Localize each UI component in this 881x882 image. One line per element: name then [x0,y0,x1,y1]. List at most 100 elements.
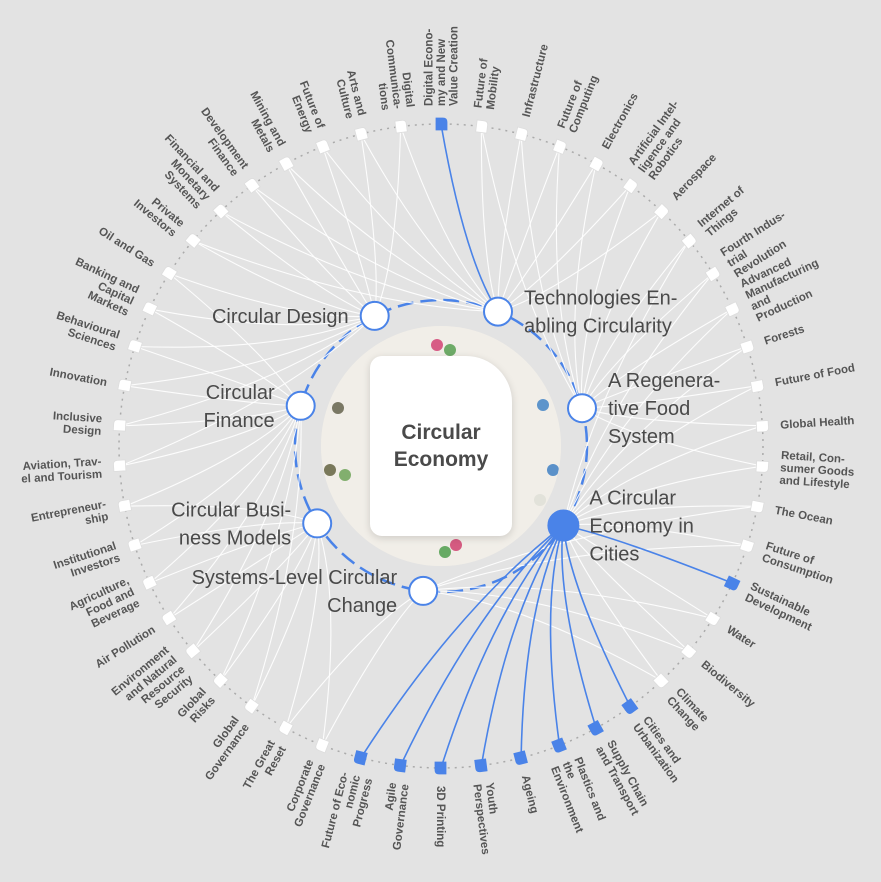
inner-label-circular-business-models[interactable]: Circular Busi-ness Models [171,499,291,549]
outer-node-plastics-and-the-environment[interactable] [551,737,567,753]
outer-label-banking-and-capital-markets[interactable]: Banking andCapitalMarkets [63,256,141,319]
outer-node-electronics[interactable] [588,155,604,173]
outer-node-banking-and-capital-markets[interactable] [141,301,159,317]
outer-node-mining-and-metals[interactable] [278,156,295,173]
outer-node-the-ocean[interactable] [749,499,765,514]
outer-label-digital-communications[interactable]: DigitalCommunica-tions [370,37,416,111]
outer-label-private-investors[interactable]: PrivateInvestors [131,188,186,240]
outer-node-arts-and-culture[interactable] [354,127,369,142]
outer-node-future-of-energy[interactable] [315,139,331,155]
outer-label-future-of-food[interactable]: Future of Food [774,362,856,389]
outer-node-ageing[interactable] [513,750,528,765]
outer-node-financial-and-monetary-systems[interactable] [212,203,230,220]
inner-node-technologies-enabling-circularity[interactable] [483,296,513,327]
inner-node-circular-design[interactable] [359,300,390,331]
outer-label-institutional-investors[interactable]: InstitutionalInvestors [52,540,122,584]
inner-label-technologies-enabling-circularity[interactable]: Technologies En-abling Circularity [524,288,677,338]
outer-label-innovation[interactable]: Innovation [49,366,108,389]
outer-node-climate-change[interactable] [652,672,670,689]
outer-label-digital-economy-and-new-value-creation[interactable]: Digital Econo-my and NewValue Creation [424,26,461,106]
outer-label-entrepreneurship[interactable]: Entrepreneur-ship [30,499,109,537]
outer-node-artificial-intelligence-and-robotics[interactable] [622,177,639,195]
outer-node-youth-perspectives[interactable] [474,758,488,773]
outer-label-retail-consumer-goods-and-lifestyle[interactable]: Retail, Con-sumer Goodsand Lifestyle [779,450,855,492]
outer-node-agriculture-food-and-beverage[interactable] [142,574,158,591]
outer-label-cities-and-urbanization[interactable]: Cities andUrbanization [630,714,691,785]
center-card[interactable]: Circular Economy [370,356,512,536]
outer-label-youth-perspectives[interactable]: YouthPerspectives [470,782,503,855]
outer-label-sustainable-development[interactable]: SustainableDevelopment [743,581,819,634]
inner-node-circular-business-models[interactable] [302,508,333,539]
outer-node-global-risks[interactable] [212,671,229,690]
outer-node-future-of-economic-progress[interactable] [353,750,368,766]
outer-label-inclusive-design[interactable]: InclusiveDesign [52,410,103,438]
inner-node-systems-level-circular-change[interactable] [408,575,439,606]
outer-node-oil-and-gas[interactable] [160,265,178,282]
outer-node-3d-printing[interactable] [434,761,447,775]
outer-node-inclusive-design[interactable] [112,419,127,432]
outer-label-oil-and-gas[interactable]: Oil and Gas [96,225,156,269]
outer-node-aviation-travel-and-tourism[interactable] [113,459,127,472]
outer-label-3d-printing[interactable]: 3D Printing [434,786,446,847]
outer-label-artificial-intelligence-and-robotics[interactable]: Artificial Intel-ligence andRobotics [627,98,702,182]
inner-node-circular-finance[interactable] [285,390,316,421]
outer-label-future-of-energy[interactable]: Future ofEnergy [285,79,326,135]
outer-node-future-of-consumption[interactable] [739,538,755,553]
outer-node-forests[interactable] [739,339,755,355]
outer-label-future-of-computing[interactable]: Future ofComputing [556,69,601,135]
outer-label-arts-and-culture[interactable]: Arts andCulture [332,69,368,120]
outer-label-aviation-travel-and-tourism[interactable]: Aviation, Trav-el and Tourism [20,456,103,486]
outer-label-infrastructure[interactable]: Infrastructure [521,43,551,118]
outer-label-climate-change[interactable]: ClimateChange [664,686,711,734]
outer-node-aerospace[interactable] [653,202,670,221]
outer-node-corporate-governance[interactable] [315,737,330,754]
outer-node-air-pollution[interactable] [161,609,178,627]
outer-node-cities-and-urbanization[interactable] [621,698,639,715]
outer-node-behavioural-sciences[interactable] [127,339,143,354]
outer-node-advanced-manufacturing-and-production[interactable] [724,301,741,318]
outer-label-ageing[interactable]: Ageing [519,774,540,815]
outer-node-agile-governance[interactable] [393,758,407,773]
outer-node-infrastructure[interactable] [514,126,529,142]
outer-node-development-finance[interactable] [243,177,261,194]
outer-node-entrepreneurship[interactable] [117,498,132,513]
outer-label-global-governance[interactable]: GlobalGovernance [193,714,252,782]
inner-node-a-regenerative-food-system[interactable] [567,393,597,424]
outer-node-retail-consumer-goods-and-lifestyle[interactable] [755,460,770,473]
outer-label-future-of-mobility[interactable]: Future ofMobility [472,58,503,111]
outer-node-future-of-computing[interactable] [552,138,568,155]
inner-label-circular-design[interactable]: Circular Design [212,306,349,328]
outer-node-the-great-reset[interactable] [278,719,294,737]
outer-node-global-governance[interactable] [243,697,260,715]
outer-label-plastics-and-the-environment[interactable]: Plastics andtheEnvironment [548,756,608,835]
outer-label-aerospace[interactable]: Aerospace [670,152,719,203]
outer-label-water[interactable]: Water [724,624,757,651]
outer-label-global-health[interactable]: Global Health [780,415,855,432]
outer-label-agriculture-food-and-beverage[interactable]: Agriculture,Food andBeverage [68,575,142,636]
outer-node-digital-economy-and-new-value-creation[interactable] [435,117,448,131]
outer-node-institutional-investors[interactable] [127,537,143,553]
outer-node-supply-chain-and-transport[interactable] [587,719,604,737]
outer-node-future-of-food[interactable] [750,379,765,394]
outer-label-biodiversity[interactable]: Biodiversity [699,659,758,711]
outer-node-future-of-mobility[interactable] [475,119,489,134]
outer-label-corporate-governance[interactable]: CorporateGovernance [281,758,328,829]
outer-label-future-of-economic-progress[interactable]: Future of Eco-nomicProgress [320,770,375,855]
outer-label-electronics[interactable]: Electronics [600,91,640,151]
outer-node-global-health[interactable] [755,420,769,433]
outer-node-private-investors[interactable] [184,232,202,249]
outer-label-future-of-consumption[interactable]: Future ofConsumption [760,540,838,586]
outer-node-biodiversity[interactable] [680,643,698,660]
outer-label-the-ocean[interactable]: The Ocean [774,505,834,528]
outer-node-sustainable-development[interactable] [723,575,741,591]
outer-node-innovation[interactable] [117,378,133,393]
outer-node-environment-and-natural-resource-security[interactable] [184,642,202,660]
outer-label-agile-governance[interactable]: AgileGovernance [379,782,412,851]
outer-node-water[interactable] [704,610,722,627]
outer-node-internet-of-things[interactable] [680,232,697,250]
outer-label-behavioural-sciences[interactable]: BehaviouralSciences [51,310,121,354]
